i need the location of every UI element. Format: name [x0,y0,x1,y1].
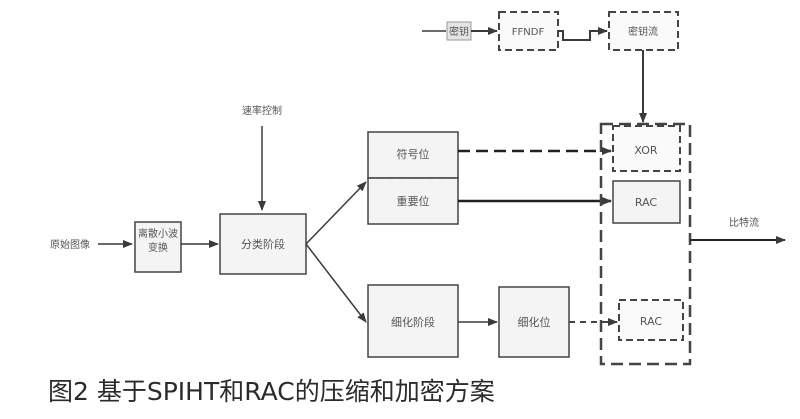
rate-control-label: 速率控制 [242,104,282,117]
refinement-pass-label: 细化阶段 [391,315,435,329]
arrow-sorting-to-upper [305,181,367,245]
refinement-bit-label: 细化位 [518,315,551,329]
ffndf-label: FFNDF [512,27,545,38]
dwt-label: 离散小波变换 [138,229,178,254]
sign-bit-label: 符号位 [397,147,430,161]
dwt-box: 离散小波变换 [134,221,182,273]
xor-box: XOR [612,125,681,172]
ffndf-box: FFNDF [498,11,559,51]
key-node: 密钥 [446,21,472,41]
refinement-pass-box: 细化阶段 [367,284,459,358]
rac-top-box: RAC [612,180,681,224]
significant-bit-label: 重要位 [397,194,430,208]
sorting-pass-box: 分类阶段 [219,213,307,275]
arrow-sorting-to-refinement [305,243,367,323]
rac-bottom-box: RAC [618,299,684,341]
significant-bit-box: 重要位 [367,177,459,225]
refinement-bit-box: 细化位 [498,286,570,358]
xor-label: XOR [634,144,657,157]
keystream-box: 密钥流 [608,11,679,51]
scheme-diagram: 密钥 FFNDF 密钥流 速率控制 原始图像 离散小波变换 分类阶段 符号位 [50,11,786,366]
sign-bit-box: 符号位 [367,131,459,179]
arrow-ffndf-to-keystream [558,27,608,41]
sorting-pass-label: 分类阶段 [241,237,285,251]
encryption-group-frame [599,122,692,366]
figure-caption: 图2 基于SPIHT和RAC的压缩和加密方案 [48,377,495,406]
key-label: 密钥 [449,25,469,38]
rac-bottom-label: RAC [640,315,663,328]
rac-top-label: RAC [635,196,658,209]
source-image-label: 原始图像 [50,238,90,251]
keystream-label: 密钥流 [628,25,658,38]
bitstream-label: 比特流 [729,216,759,229]
